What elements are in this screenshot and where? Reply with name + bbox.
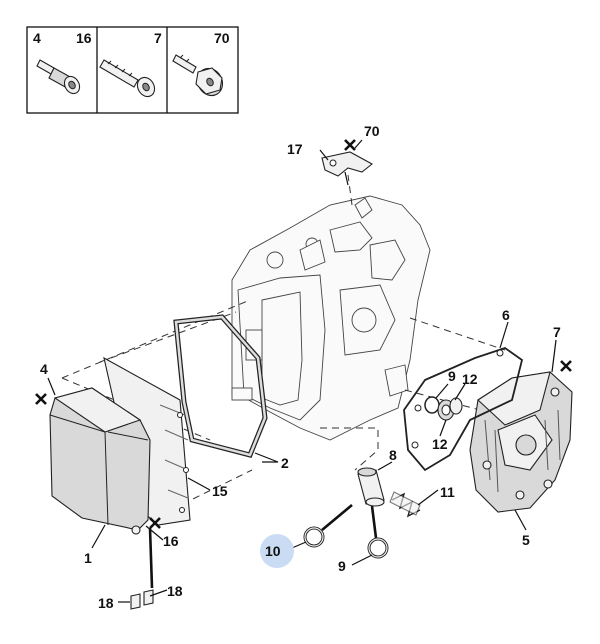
cover-gasket [173, 314, 268, 458]
callout-5: 5 [522, 532, 530, 548]
legend-label-16: 16 [76, 30, 92, 46]
callout-9-lower: 9 [338, 558, 346, 574]
bolt-icon [36, 59, 81, 95]
callout-18-left: 18 [98, 595, 114, 611]
housing-gasket [403, 347, 524, 472]
callout-12-lower: 12 [432, 436, 448, 452]
legend-label-70: 70 [214, 30, 230, 46]
callout-8: 8 [389, 447, 397, 463]
bracket-part [321, 151, 373, 186]
callout-labels: 1 2 4 5 6 7 8 9 9 10 11 12 12 15 16 17 1… [40, 123, 561, 611]
solenoid-filter [357, 467, 385, 507]
callout-15: 15 [212, 483, 228, 499]
callout-70: 70 [364, 123, 380, 139]
callout-2: 2 [281, 455, 289, 471]
seal-12 [437, 397, 463, 421]
callout-highlight [260, 534, 294, 568]
clutch-housing [469, 371, 573, 513]
callout-9-upper: 9 [448, 368, 456, 384]
callout-4: 4 [40, 361, 48, 377]
o-ring-10 [303, 526, 325, 548]
screw-icon [99, 59, 156, 98]
seal-ring-9-upper [424, 396, 440, 414]
hydraulic-cover [49, 387, 151, 535]
callout-1: 1 [84, 550, 92, 566]
clip-18 [130, 589, 154, 610]
legend-label-4: 4 [33, 30, 41, 46]
callout-17: 17 [287, 141, 303, 157]
o-ring-9-lower [367, 537, 389, 559]
spring [389, 491, 421, 518]
callout-10: 10 [265, 543, 281, 559]
callout-16: 16 [163, 533, 179, 549]
callout-18-right: 18 [167, 583, 183, 599]
callout-6: 6 [502, 307, 510, 323]
callout-11: 11 [440, 484, 455, 500]
callout-7: 7 [553, 324, 561, 340]
legend-label-7: 7 [154, 30, 162, 46]
cross-marker-icon [35, 139, 572, 529]
gearbox-housing [231, 195, 431, 441]
callout-12-upper: 12 [462, 371, 478, 387]
leader-lines [47, 139, 557, 603]
flange-bolt-icon [172, 54, 224, 97]
fastener-legend: 4 16 7 70 [26, 26, 239, 114]
